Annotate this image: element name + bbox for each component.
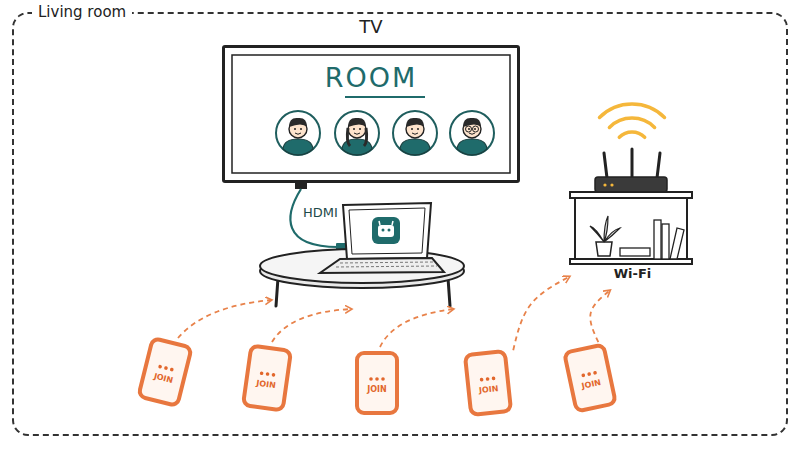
phone-dot [164, 366, 168, 370]
plant-leaves [590, 216, 620, 242]
router-body [595, 177, 667, 192]
app-icon-ears [379, 221, 393, 225]
phone-dot [581, 373, 585, 377]
tv-screen: TVROOM [222, 45, 520, 183]
phone-dot [260, 371, 264, 375]
avatar [276, 111, 320, 155]
phone-dots [567, 347, 614, 409]
app-icon-face [378, 225, 394, 237]
router-light [603, 183, 606, 186]
phone: JOIN [136, 336, 194, 409]
phone: JOIN [355, 351, 399, 415]
button-text: JOIN [248, 377, 285, 392]
laptop-base [320, 258, 444, 273]
phone-dot [375, 377, 379, 381]
laptop-screen [343, 203, 431, 259]
phone: JOIN [241, 343, 293, 413]
router-antenna [604, 153, 607, 178]
table-leg [448, 278, 450, 306]
router-antenna [657, 153, 660, 178]
wifi-wave [600, 104, 665, 117]
router-light [610, 183, 613, 186]
book [662, 224, 669, 259]
cable-label: HDMI [303, 205, 338, 221]
plant-pot [596, 242, 612, 256]
avatar [393, 111, 437, 155]
phone-dot [271, 373, 275, 377]
join-arrow [380, 309, 454, 347]
shelf-bottom [570, 259, 692, 264]
join-arrow [178, 300, 272, 338]
phone: JOIN [463, 349, 513, 417]
button-text: JOIN [145, 370, 182, 388]
avatar-long-hair [347, 128, 366, 146]
button-text: JOIN [359, 385, 395, 395]
area-label: Living room [32, 2, 132, 22]
router-antenna [631, 149, 634, 178]
phone-dot [369, 377, 373, 381]
phone-dot [587, 372, 591, 376]
phone-dot [158, 364, 162, 368]
phone-dot [170, 367, 174, 371]
wifi-wave [619, 132, 644, 137]
join-arrow [590, 290, 610, 342]
phone: JOIN [562, 342, 618, 414]
tv-port [295, 182, 307, 189]
app-icon-eye [388, 229, 391, 232]
app-icon-eye [382, 229, 385, 232]
phone-dots [359, 355, 395, 411]
phone-dot [480, 378, 484, 382]
app-icon [372, 217, 400, 244]
device-label: TV [225, 16, 517, 38]
wifi-router: Wi-Fi [570, 100, 695, 290]
phone-dot [492, 376, 496, 380]
shelf-body [575, 198, 687, 260]
avatar-glasses [466, 126, 472, 132]
avatar-glasses [473, 126, 479, 132]
join-arrow [513, 276, 570, 350]
book [670, 228, 684, 259]
phone-dot [266, 372, 270, 376]
laptop-display [349, 208, 425, 254]
wifi-wave [609, 118, 654, 127]
phone-dots [245, 348, 288, 408]
device-label: Wi-Fi [570, 266, 695, 282]
table-leg [276, 278, 278, 306]
button-text: JOIN [470, 383, 507, 397]
room-boundary: TVROOMWi-FiJOINJOINJOINJOINJOINLiving ro… [12, 12, 788, 436]
book [654, 220, 661, 259]
avatar [335, 111, 379, 155]
avatar [450, 111, 494, 155]
hdmi-cable [290, 189, 338, 247]
shelf-box [620, 248, 650, 256]
phone-dots [467, 353, 509, 412]
screen-title: ROOM [225, 62, 517, 94]
title-underline [345, 96, 425, 98]
phone-dot [381, 377, 385, 381]
phone-dots [141, 340, 189, 403]
button-text: JOIN [573, 376, 610, 393]
phone-dot [486, 377, 490, 381]
phone-dot [593, 371, 597, 375]
laptop-keys [336, 262, 437, 267]
join-arrow [272, 309, 352, 342]
